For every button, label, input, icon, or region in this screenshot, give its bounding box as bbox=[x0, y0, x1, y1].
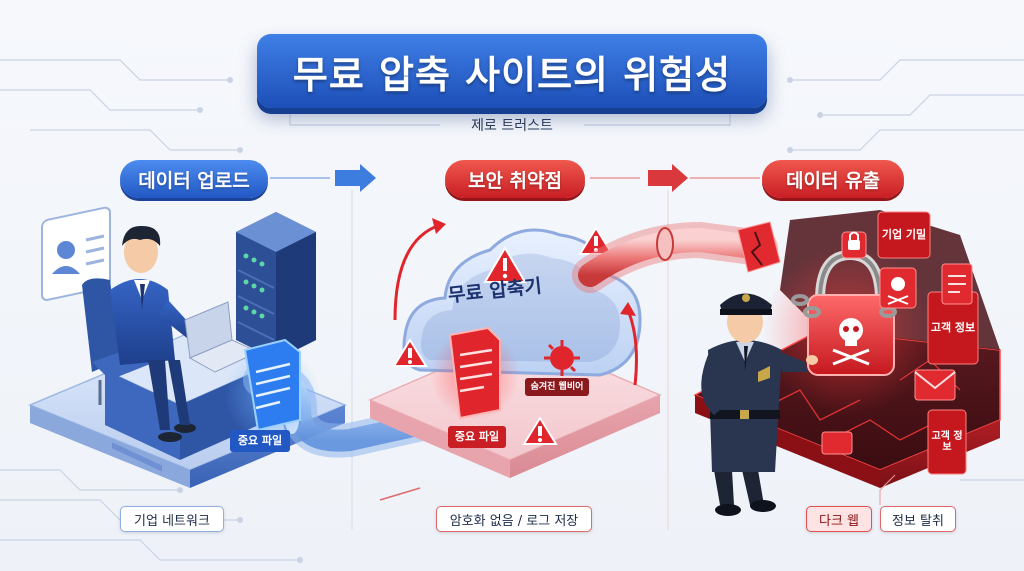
step-pill-vulnerability: 보안 취약점 bbox=[445, 160, 585, 198]
cycle-arrow-decoration bbox=[620, 302, 636, 316]
id-card-icon bbox=[41, 206, 111, 301]
card-icon bbox=[821, 431, 853, 455]
cycle-arrow-decoration bbox=[626, 309, 638, 386]
step-pill-upload: 데이터 업로드 bbox=[120, 160, 268, 198]
secret-card-label: 기업 기밀 bbox=[881, 227, 927, 241]
document-icon bbox=[941, 263, 973, 305]
circuit-dots-decoration bbox=[177, 77, 823, 563]
subtitle: 제로 트러스트 bbox=[471, 118, 553, 134]
page-title: 무료 압축 사이트의 위험성 bbox=[292, 52, 732, 97]
network-tag: 기업 네트워크 bbox=[120, 506, 224, 532]
file-label-badge bbox=[230, 430, 290, 452]
skull-icon bbox=[832, 318, 870, 366]
warning-icon bbox=[483, 246, 527, 283]
padlock-icon bbox=[841, 231, 867, 259]
step-label: 데이터 업로드 bbox=[138, 169, 250, 192]
step-label: 데이터 유출 bbox=[785, 169, 880, 192]
document-icon bbox=[224, 338, 320, 443]
file-label-badge bbox=[448, 426, 506, 448]
connector-lines bbox=[879, 474, 896, 505]
customer-card-2 bbox=[927, 409, 967, 475]
document-icon bbox=[430, 326, 520, 420]
envelope-icon bbox=[914, 369, 956, 401]
step-label: 보안 취약점 bbox=[467, 169, 562, 192]
broken-document-icon bbox=[737, 221, 781, 273]
customer-card-label-2: 고객 정보 bbox=[931, 430, 963, 454]
title-banner: 무료 압축 사이트의 위험성 bbox=[257, 34, 767, 108]
cycle-arrow-decoration bbox=[393, 223, 441, 321]
arrow-right-icon bbox=[590, 164, 760, 192]
secret-card bbox=[877, 211, 931, 259]
dark-web-tag: 다크 웹 bbox=[806, 506, 872, 532]
arrow-right-icon bbox=[270, 164, 376, 192]
data-theft-tag: 정보 탈취 bbox=[880, 506, 956, 532]
cycle-arrow-decoration bbox=[432, 218, 446, 234]
customer-card-label: 고객 정보 bbox=[930, 320, 976, 334]
skull-card-icon bbox=[879, 267, 917, 309]
file-label: 중요 파일 bbox=[454, 429, 500, 443]
police-officer-figure bbox=[701, 293, 818, 516]
no-encryption-tag: 암호화 없음 / 로그 저장 bbox=[436, 506, 592, 532]
file-label: 중요 파일 bbox=[237, 433, 283, 447]
warning-icon bbox=[392, 338, 428, 367]
virus-icon bbox=[544, 340, 580, 376]
step-pill-leak: 데이터 유출 bbox=[762, 160, 904, 198]
circuit-lines-decoration bbox=[0, 59, 1024, 561]
laptop-icon bbox=[184, 301, 260, 373]
server-rack-icon bbox=[236, 212, 316, 360]
hidden-label: 숨겨진 웹비어 bbox=[530, 381, 584, 392]
connector-arrow bbox=[379, 487, 421, 501]
warning-icon bbox=[522, 416, 558, 445]
hidden-label-badge bbox=[525, 378, 589, 396]
warning-icon bbox=[578, 226, 614, 255]
